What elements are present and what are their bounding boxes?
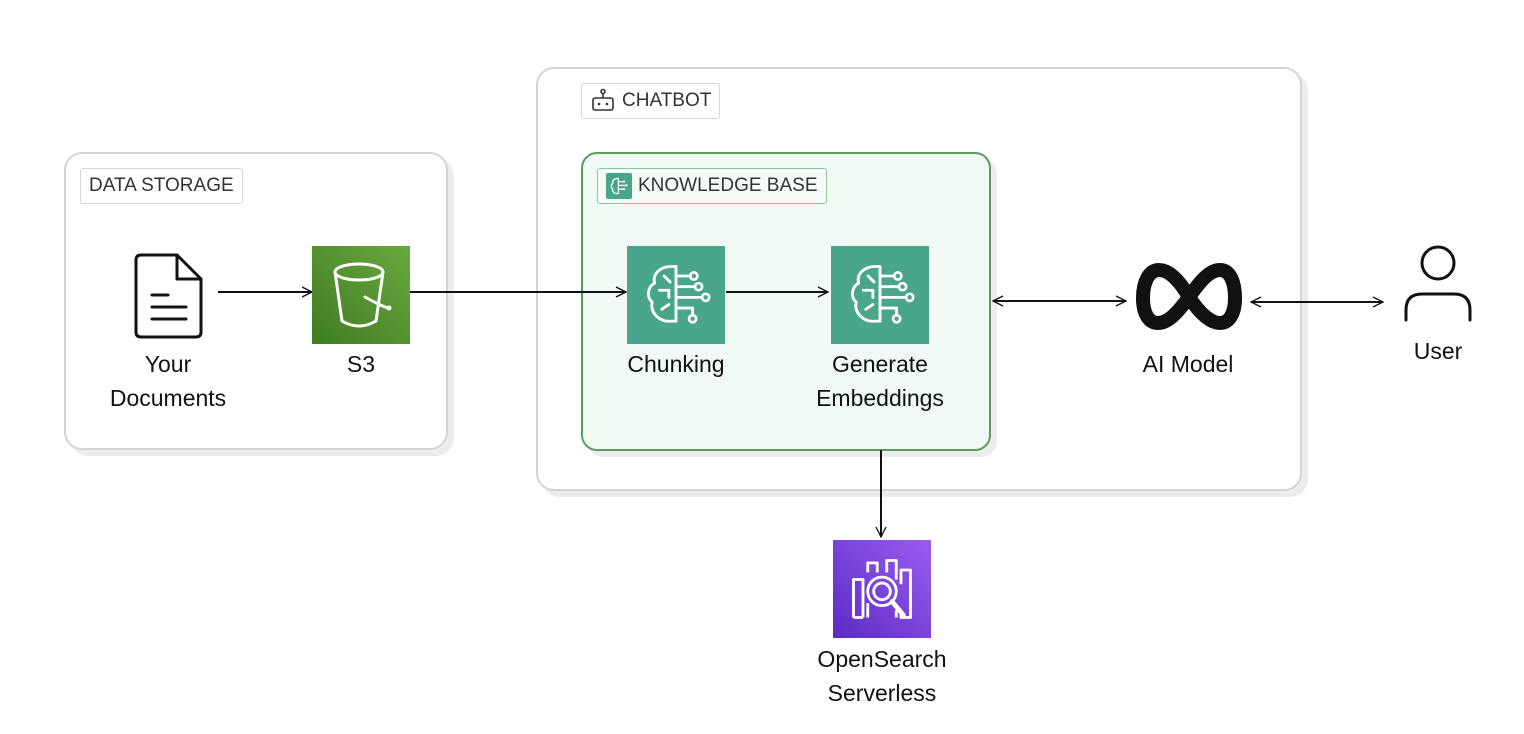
documents-label: Your Documents — [109, 351, 227, 411]
brain-circuit-icon — [851, 265, 915, 324]
kb-brain-icon — [606, 173, 632, 199]
chatbot-title: CHATBOT — [622, 90, 712, 111]
user-label: User — [1413, 338, 1463, 364]
embeddings-label: Generate Embeddings — [816, 351, 944, 411]
data-storage-title: DATA STORAGE — [89, 175, 234, 196]
meta-logo-icon — [1136, 263, 1242, 330]
robot-icon — [592, 88, 614, 111]
knowledge-base-title: KNOWLEDGE BASE — [638, 175, 818, 196]
brain-circuit-icon — [647, 265, 711, 324]
s3-tile — [312, 246, 410, 344]
document-icon — [134, 253, 203, 339]
data-storage-tag: DATA STORAGE — [80, 168, 243, 204]
user-icon — [1404, 245, 1472, 322]
bucket-icon — [333, 262, 392, 328]
opensearch-tile — [833, 540, 931, 638]
opensearch-label: OpenSearch Serverless — [817, 646, 947, 706]
chunking-label: Chunking — [627, 351, 725, 377]
knowledge-base-tag: KNOWLEDGE BASE — [597, 168, 827, 204]
ai-model-label: AI Model — [1142, 351, 1234, 377]
chunking-tile — [627, 246, 725, 344]
embeddings-tile — [831, 246, 929, 344]
search-chart-icon — [852, 559, 912, 619]
chatbot-tag: CHATBOT — [581, 83, 721, 119]
s3-label: S3 — [346, 351, 376, 377]
